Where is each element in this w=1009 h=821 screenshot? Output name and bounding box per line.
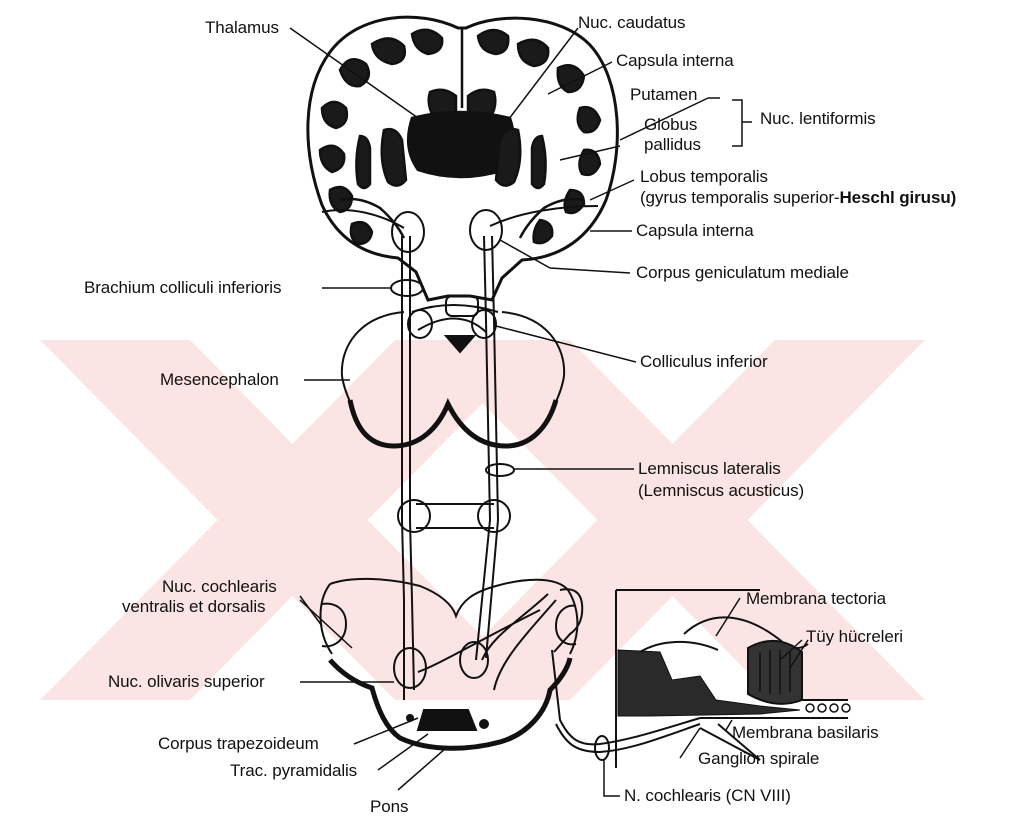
label-capsula-interna-low: Capsula interna <box>636 222 754 240</box>
label-nuc-caudatus: Nuc. caudatus <box>578 14 685 32</box>
label-capsula-interna-top: Capsula interna <box>616 52 734 70</box>
label-nuc-cochlearis-2: ventralis et dorsalis <box>122 598 265 616</box>
label-nuc-cochlearis-1: Nuc. cochlearis <box>162 578 277 596</box>
label-corpus-trapezoideum: Corpus trapezoideum <box>158 735 319 753</box>
label-gyrus-temporalis: (gyrus temporalis superior-Heschl girusu… <box>640 189 956 207</box>
label-membrana-basilaris: Membrana basilaris <box>732 724 879 742</box>
label-membrana-tectoria: Membrana tectoria <box>746 590 886 608</box>
label-pallidus: pallidus <box>644 136 701 154</box>
label-mesencephalon: Mesencephalon <box>160 371 279 389</box>
label-lobus-temporalis: Lobus temporalis <box>640 168 768 186</box>
label-lemniscus-acusticus: (Lemniscus acusticus) <box>638 482 804 500</box>
label-lemniscus-lateralis: Lemniscus lateralis <box>638 460 781 478</box>
label-brachium: Brachium colliculi inferioris <box>84 279 281 297</box>
label-gyrus-prefix: (gyrus temporalis superior- <box>640 188 839 207</box>
label-tuy-hucreleri: Tüy hücreleri <box>806 628 903 646</box>
label-putamen: Putamen <box>630 86 697 104</box>
label-colliculus-inferior: Colliculus inferior <box>640 353 768 371</box>
label-heschl: Heschl girusu) <box>839 188 956 207</box>
label-corpus-geniculatum: Corpus geniculatum mediale <box>636 264 849 282</box>
label-ganglion-spirale: Ganglion spirale <box>698 750 819 768</box>
label-n-cochlearis: N. cochlearis (CN VIII) <box>624 787 791 805</box>
label-trac-pyramidalis: Trac. pyramidalis <box>230 762 357 780</box>
label-thalamus: Thalamus <box>205 19 279 37</box>
label-nuc-lentiformis: Nuc. lentiformis <box>760 110 876 128</box>
label-globus: Globus <box>644 116 697 134</box>
label-nuc-olivaris: Nuc. olivaris superior <box>108 673 265 691</box>
label-pons: Pons <box>370 798 408 816</box>
brain-coronal-section <box>308 17 617 300</box>
